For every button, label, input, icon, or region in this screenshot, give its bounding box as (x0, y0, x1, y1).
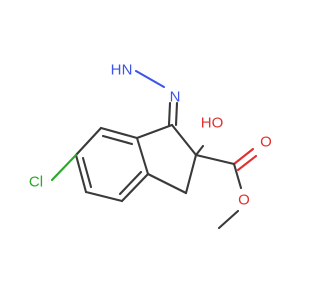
bond-c9-c6 (146, 172, 188, 195)
bond-c5-c6 (120, 172, 150, 203)
bond-c10-o-a (232, 147, 255, 166)
bond-c5-c6-inner (118, 170, 143, 196)
bond-c1-c2-inner (101, 134, 134, 146)
bond-c1-c2 (99, 126, 139, 140)
bond-c7-c8 (170, 123, 198, 157)
bond-n-n (134, 69, 166, 89)
bond-c8-c9 (184, 153, 198, 195)
bond-c8-oh (194, 144, 205, 157)
atom-label-chlorine: Cl (29, 174, 43, 191)
bond-layer (50, 69, 258, 230)
atom-label-layer: H N N HO O O Cl (29, 62, 272, 209)
bond-c3-cl (50, 153, 78, 182)
bond-c10-o-b (236, 154, 258, 172)
atom-label-ester-o: O (238, 192, 250, 209)
atom-label-carbonyl-o: O (260, 134, 272, 151)
bond-oe-ch3 (217, 209, 240, 230)
bond-c1-c7 (135, 123, 174, 140)
bond-c3-c4 (74, 153, 88, 194)
bond-c3-c4-inner (81, 156, 93, 189)
atom-label-nh2-n: N (122, 62, 133, 79)
molecule-structure: H N N HO O O Cl (29, 62, 272, 230)
bond-c4-c5 (84, 190, 124, 203)
bond-c10-oe (232, 162, 243, 190)
atom-label-imine-n: N (170, 89, 181, 106)
atom-label-hydroxyl: HO (201, 115, 224, 132)
bond-c7-n-b (174, 101, 179, 127)
atom-label-nh2-h: H (111, 62, 122, 79)
bond-c8-c10 (194, 153, 236, 166)
bond-c2-c3 (74, 126, 103, 157)
bond-c6-c1 (135, 136, 150, 176)
bond-c7-n-a (167, 101, 172, 127)
